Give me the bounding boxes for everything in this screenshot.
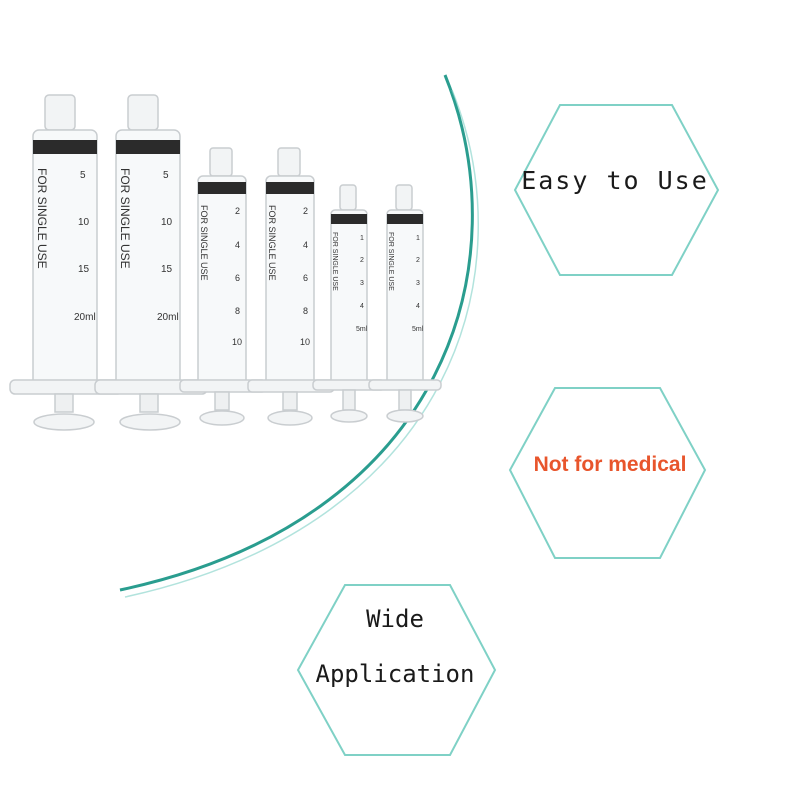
scale-mark: 3 — [416, 280, 420, 287]
scale-mark: 6 — [235, 273, 240, 283]
syringe-20ml-1 — [9, 94, 123, 431]
scale-mark: 6 — [303, 273, 308, 283]
syringe-print: FOR SINGLE USE — [267, 205, 277, 281]
scale-mark: 4 — [360, 303, 364, 310]
syringe-print: FOR SINGLE USE — [387, 232, 394, 291]
scale-mark: 2 — [235, 206, 240, 216]
syringe-group — [9, 94, 442, 431]
scale-mark: 10 — [161, 217, 173, 228]
scale-mark: 10 — [78, 217, 90, 228]
hexagon-not-medical — [508, 387, 707, 559]
scale-mark: 4 — [303, 240, 308, 250]
hexagon-easy — [513, 104, 720, 276]
syringe-print: FOR SINGLE USE — [118, 168, 132, 269]
scale-mark: 2 — [360, 257, 364, 264]
scale-mark: 2 — [416, 257, 420, 264]
syringe-10ml-2 — [247, 147, 335, 426]
syringe-print: FOR SINGLE USE — [199, 205, 209, 281]
syringe-5ml-2 — [368, 184, 442, 423]
feature-wide-label-line1: Wide — [366, 605, 424, 633]
scale-mark: 20ml — [74, 312, 96, 323]
scale-mark: 3 — [360, 280, 364, 287]
scale-mark: 8 — [235, 306, 240, 316]
feature-not-medical-label: Not for medical — [533, 453, 687, 476]
scale-mark: 10 — [232, 337, 242, 347]
scale-mark: 5ml — [412, 326, 424, 333]
scale-mark: 4 — [235, 240, 240, 250]
scale-mark: 20ml — [157, 312, 179, 323]
scale-mark: 2 — [303, 206, 308, 216]
syringe-print: FOR SINGLE USE — [331, 232, 338, 291]
feature-wide-label-line2: Application — [315, 660, 475, 688]
scale-mark: 15 — [161, 264, 173, 275]
scale-mark: 5 — [163, 170, 169, 181]
syringe-5ml-1 — [312, 184, 386, 423]
scale-mark: 5ml — [356, 326, 368, 333]
scale-mark: 5 — [80, 170, 86, 181]
scale-mark: 1 — [416, 235, 420, 242]
scale-mark: 4 — [416, 303, 420, 310]
hexagon-wide — [296, 584, 497, 756]
syringe-20ml-2 — [94, 94, 208, 431]
syringe-print: FOR SINGLE USE — [35, 168, 49, 269]
scale-mark: 15 — [78, 264, 90, 275]
scale-mark: 1 — [360, 235, 364, 242]
scale-mark: 10 — [300, 337, 310, 347]
divider-arc — [119, 74, 474, 592]
scale-mark: 8 — [303, 306, 308, 316]
feature-easy-label: Easy to Use — [521, 166, 709, 195]
syringe-10ml-1 — [179, 147, 267, 426]
